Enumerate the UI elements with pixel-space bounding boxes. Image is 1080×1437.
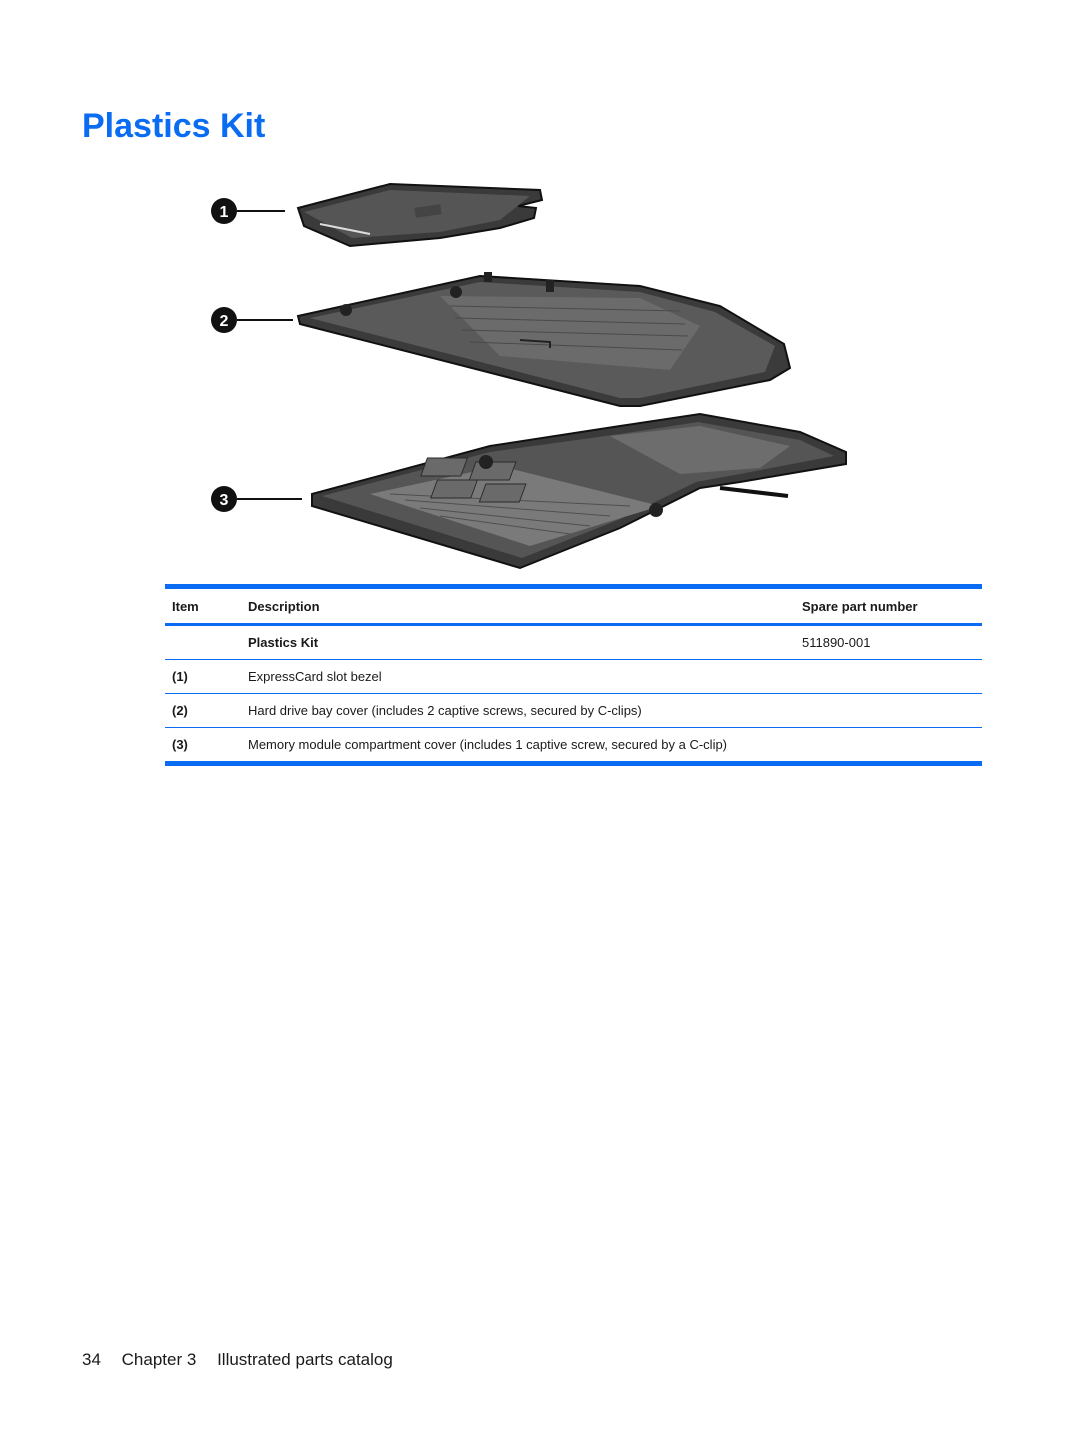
page-title: Plastics Kit xyxy=(82,107,266,145)
chapter-label: Chapter 3 xyxy=(121,1350,197,1369)
kit-item xyxy=(165,624,248,660)
callout-3-number: 3 xyxy=(220,492,229,509)
kit-spare-part-number: 511890-001 xyxy=(802,624,982,660)
table-row-kit: Plastics Kit 511890-001 xyxy=(165,624,982,660)
hard-drive-bay-cover-part xyxy=(296,272,792,407)
callout-1-number: 1 xyxy=(220,204,229,221)
row-item: (3) xyxy=(172,737,188,752)
header-description: Description xyxy=(248,586,802,626)
table-row: (1) ExpressCard slot bezel xyxy=(165,659,982,694)
callout-1: 1 xyxy=(211,198,285,224)
page-number: 34 xyxy=(82,1350,101,1369)
header-item: Item xyxy=(165,586,248,626)
callout-2-number: 2 xyxy=(220,313,229,330)
callout-2: 2 xyxy=(211,307,293,333)
row-spare-part-number xyxy=(802,728,982,764)
callout-3: 3 xyxy=(211,486,302,512)
row-item: (2) xyxy=(165,693,248,728)
table-row: (3) Memory module compartment cover (inc… xyxy=(165,728,982,764)
kit-description: Plastics Kit xyxy=(248,624,802,660)
header-spare-part-number: Spare part number xyxy=(802,586,982,626)
row-item: (1) xyxy=(165,659,248,694)
row-description: Hard drive bay cover (includes 2 captive… xyxy=(248,693,802,728)
chapter-title: Illustrated parts catalog xyxy=(217,1350,393,1369)
row-spare-part-number xyxy=(802,693,982,728)
row-description: Memory module compartment cover (include… xyxy=(248,737,728,752)
memory-module-cover-part xyxy=(311,412,847,570)
table-header-row: Item Description Spare part number xyxy=(165,586,982,626)
row-description: ExpressCard slot bezel xyxy=(248,659,802,694)
table-row: (2) Hard drive bay cover (includes 2 cap… xyxy=(165,693,982,728)
parts-table: Item Description Spare part number Plast… xyxy=(165,584,982,766)
page-footer: 34 Chapter 3 Illustrated parts catalog xyxy=(82,1350,409,1370)
row-spare-part-number xyxy=(802,659,982,694)
parts-illustration: 1 2 3 xyxy=(211,182,847,570)
expresscard-bezel-part xyxy=(296,182,544,248)
